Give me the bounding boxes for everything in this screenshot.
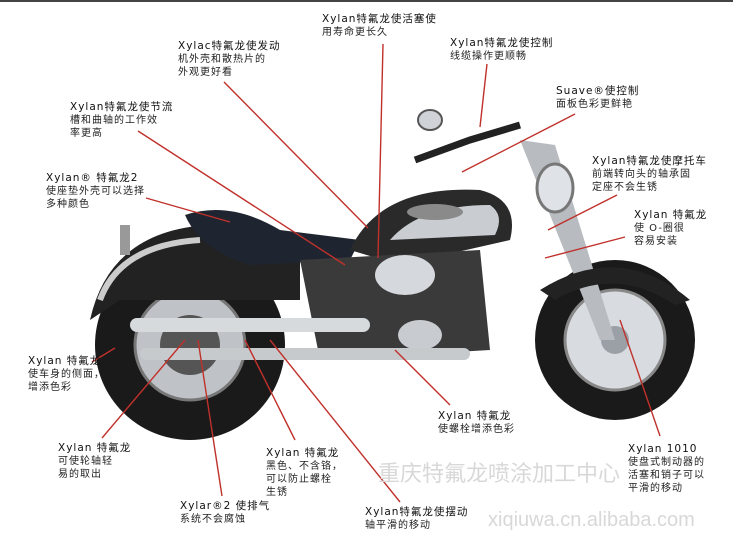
callout-line: Xylan特氟龙使摆动 bbox=[365, 506, 469, 518]
leader-piston bbox=[377, 43, 384, 259]
callout-line: 槽和曲轴的工作效 bbox=[70, 115, 158, 126]
callout-seat: Xylan® 特氟龙2 使座垫外壳可以选择多种颜色 bbox=[46, 172, 145, 211]
leader-seat bbox=[145, 197, 231, 223]
callout-line: 轴平滑的移动 bbox=[365, 520, 431, 531]
callout-swingarm: Xylan特氟龙使摆动轴平滑的移动 bbox=[365, 506, 468, 532]
callout-line: Suave®使控制 bbox=[556, 85, 640, 97]
exhaust-pipe-upper bbox=[130, 318, 370, 332]
air-cleaner bbox=[375, 255, 435, 295]
saddlebag-rack bbox=[120, 225, 130, 255]
engine-cover bbox=[398, 320, 442, 350]
top-border bbox=[0, 0, 733, 2]
callout-cable: Xylan特氟龙使控制线缆操作更顺畅 bbox=[450, 37, 553, 63]
callout-line: 可使轮轴轻 bbox=[58, 456, 113, 467]
callout-line: 使盘式制动器的 bbox=[628, 457, 705, 468]
mirror bbox=[417, 109, 443, 131]
callout-piston: Xylan特氟龙使活塞使用寿命更长久 bbox=[322, 13, 437, 39]
callout-line: Xylan特氟龙使摩托车 bbox=[592, 155, 707, 167]
callout-line: Xylan 特氟龙 bbox=[634, 209, 708, 221]
callout-line: 多种颜色 bbox=[46, 199, 90, 210]
callout-line: 前端转向头的轴承固 bbox=[592, 169, 691, 180]
callout-line: 增添色彩 bbox=[28, 382, 72, 393]
callout-axle: Xylan 特氟龙可使轮轴轻易的取出 bbox=[58, 442, 131, 481]
engine bbox=[300, 250, 490, 360]
callout-panel: Suave®使控制面板色彩更鲜艳 bbox=[556, 85, 639, 111]
callout-exhaust: Xylar®2 使排气系统不会腐蚀 bbox=[180, 500, 270, 526]
callout-line: 面板色彩更鲜艳 bbox=[556, 99, 633, 110]
watermark-company: 重庆特氟龙喷涂加工中心 bbox=[378, 462, 621, 487]
leader-o-ring bbox=[544, 236, 626, 259]
callout-line: 系统不会腐蚀 bbox=[180, 514, 246, 525]
callout-line: 线缆操作更顺畅 bbox=[450, 51, 527, 62]
leader-steering bbox=[547, 194, 618, 231]
callout-line: Xylan特氟龙使活塞使 bbox=[322, 13, 437, 25]
callout-line: Xylan® 特氟龙2 bbox=[46, 172, 139, 184]
callout-line: 率更高 bbox=[70, 128, 103, 139]
callout-line: 机外壳和散热片的 bbox=[178, 54, 266, 65]
callout-line: Xylac特氟龙使发动 bbox=[178, 40, 281, 52]
callout-line: 用寿命更长久 bbox=[322, 27, 388, 38]
callout-line: 容易安装 bbox=[634, 236, 678, 247]
callout-engine-case: Xylac特氟龙使发动机外壳和散热片的外观更好看 bbox=[178, 40, 281, 79]
leader-swingarm bbox=[269, 339, 401, 503]
callout-line: 平滑的移动 bbox=[628, 483, 683, 494]
callout-line: 使 O-圈很 bbox=[634, 223, 685, 234]
leader-lines bbox=[91, 43, 661, 503]
callout-line: 使座垫外壳可以选择 bbox=[46, 186, 145, 197]
tank-chrome bbox=[390, 205, 499, 240]
leader-engine-case bbox=[223, 81, 369, 229]
leader-cable bbox=[479, 63, 488, 128]
callout-steering: Xylan特氟龙使摩托车前端转向头的轴承固定座不会生锈 bbox=[592, 155, 707, 194]
leader-throttle bbox=[137, 130, 346, 266]
callout-line: Xylan 特氟龙 bbox=[438, 410, 512, 422]
handlebar bbox=[413, 121, 522, 164]
leader-axle bbox=[101, 339, 186, 439]
callout-bolt-color: Xylan 特氟龙使螺栓增添色彩 bbox=[438, 410, 515, 436]
callout-line: 可以防止螺栓 bbox=[266, 474, 332, 485]
leader-exhaust bbox=[197, 339, 223, 497]
callout-side: Xylan 特氟龙使车身的侧面， 增添色彩 bbox=[28, 355, 105, 394]
callout-line: 定座不会生锈 bbox=[592, 182, 658, 193]
callout-line: 使螺栓增添色彩 bbox=[438, 424, 515, 435]
motorcycle bbox=[90, 109, 695, 440]
leader-side bbox=[91, 347, 116, 363]
callout-line: Xylan 特氟龙 bbox=[28, 355, 102, 367]
callout-line: 黑色、不含铬， bbox=[266, 461, 343, 472]
callout-o-ring: Xylan 特氟龙使 O-圈很容易安装 bbox=[634, 209, 707, 248]
callout-line: 易的取出 bbox=[58, 469, 102, 480]
callout-bolt-black: Xylan 特氟龙黑色、不含铬， 可以防止螺栓生锈 bbox=[266, 447, 343, 499]
fender-trim bbox=[97, 237, 201, 302]
seat bbox=[185, 210, 360, 265]
callout-line: Xylan特氟龙使控制 bbox=[450, 37, 554, 49]
callout-line: 使车身的侧面， bbox=[28, 369, 105, 380]
front-fender bbox=[540, 267, 690, 305]
watermark-url: xiqiuwa.cn.alibaba.com bbox=[488, 509, 695, 531]
callout-line: Xylan特氟龙使节流 bbox=[70, 101, 174, 113]
callout-line: 生锈 bbox=[266, 487, 288, 498]
leader-bolt-black bbox=[244, 339, 296, 441]
headlight bbox=[535, 162, 575, 214]
leader-panel bbox=[461, 113, 576, 173]
leader-brake bbox=[619, 319, 661, 437]
callout-line: 活塞和销子可以 bbox=[628, 470, 705, 481]
callout-line: 外观更好看 bbox=[178, 67, 233, 78]
tank-emblem bbox=[407, 204, 463, 220]
callout-line: Xylan 特氟龙 bbox=[266, 447, 340, 459]
callout-throttle: Xylan特氟龙使节流槽和曲轴的工作效率更高 bbox=[70, 101, 173, 140]
callout-line: Xylan 特氟龙 bbox=[58, 442, 132, 454]
callout-line: Xylan 1010 bbox=[628, 443, 698, 455]
exhaust-pipe-lower bbox=[140, 348, 470, 360]
callout-brake: Xylan 1010 使盘式制动器的活塞和销子可以平滑的移动 bbox=[628, 443, 705, 495]
callout-line: Xylar®2 使排气 bbox=[180, 500, 271, 512]
leader-bolt-color bbox=[394, 349, 451, 406]
